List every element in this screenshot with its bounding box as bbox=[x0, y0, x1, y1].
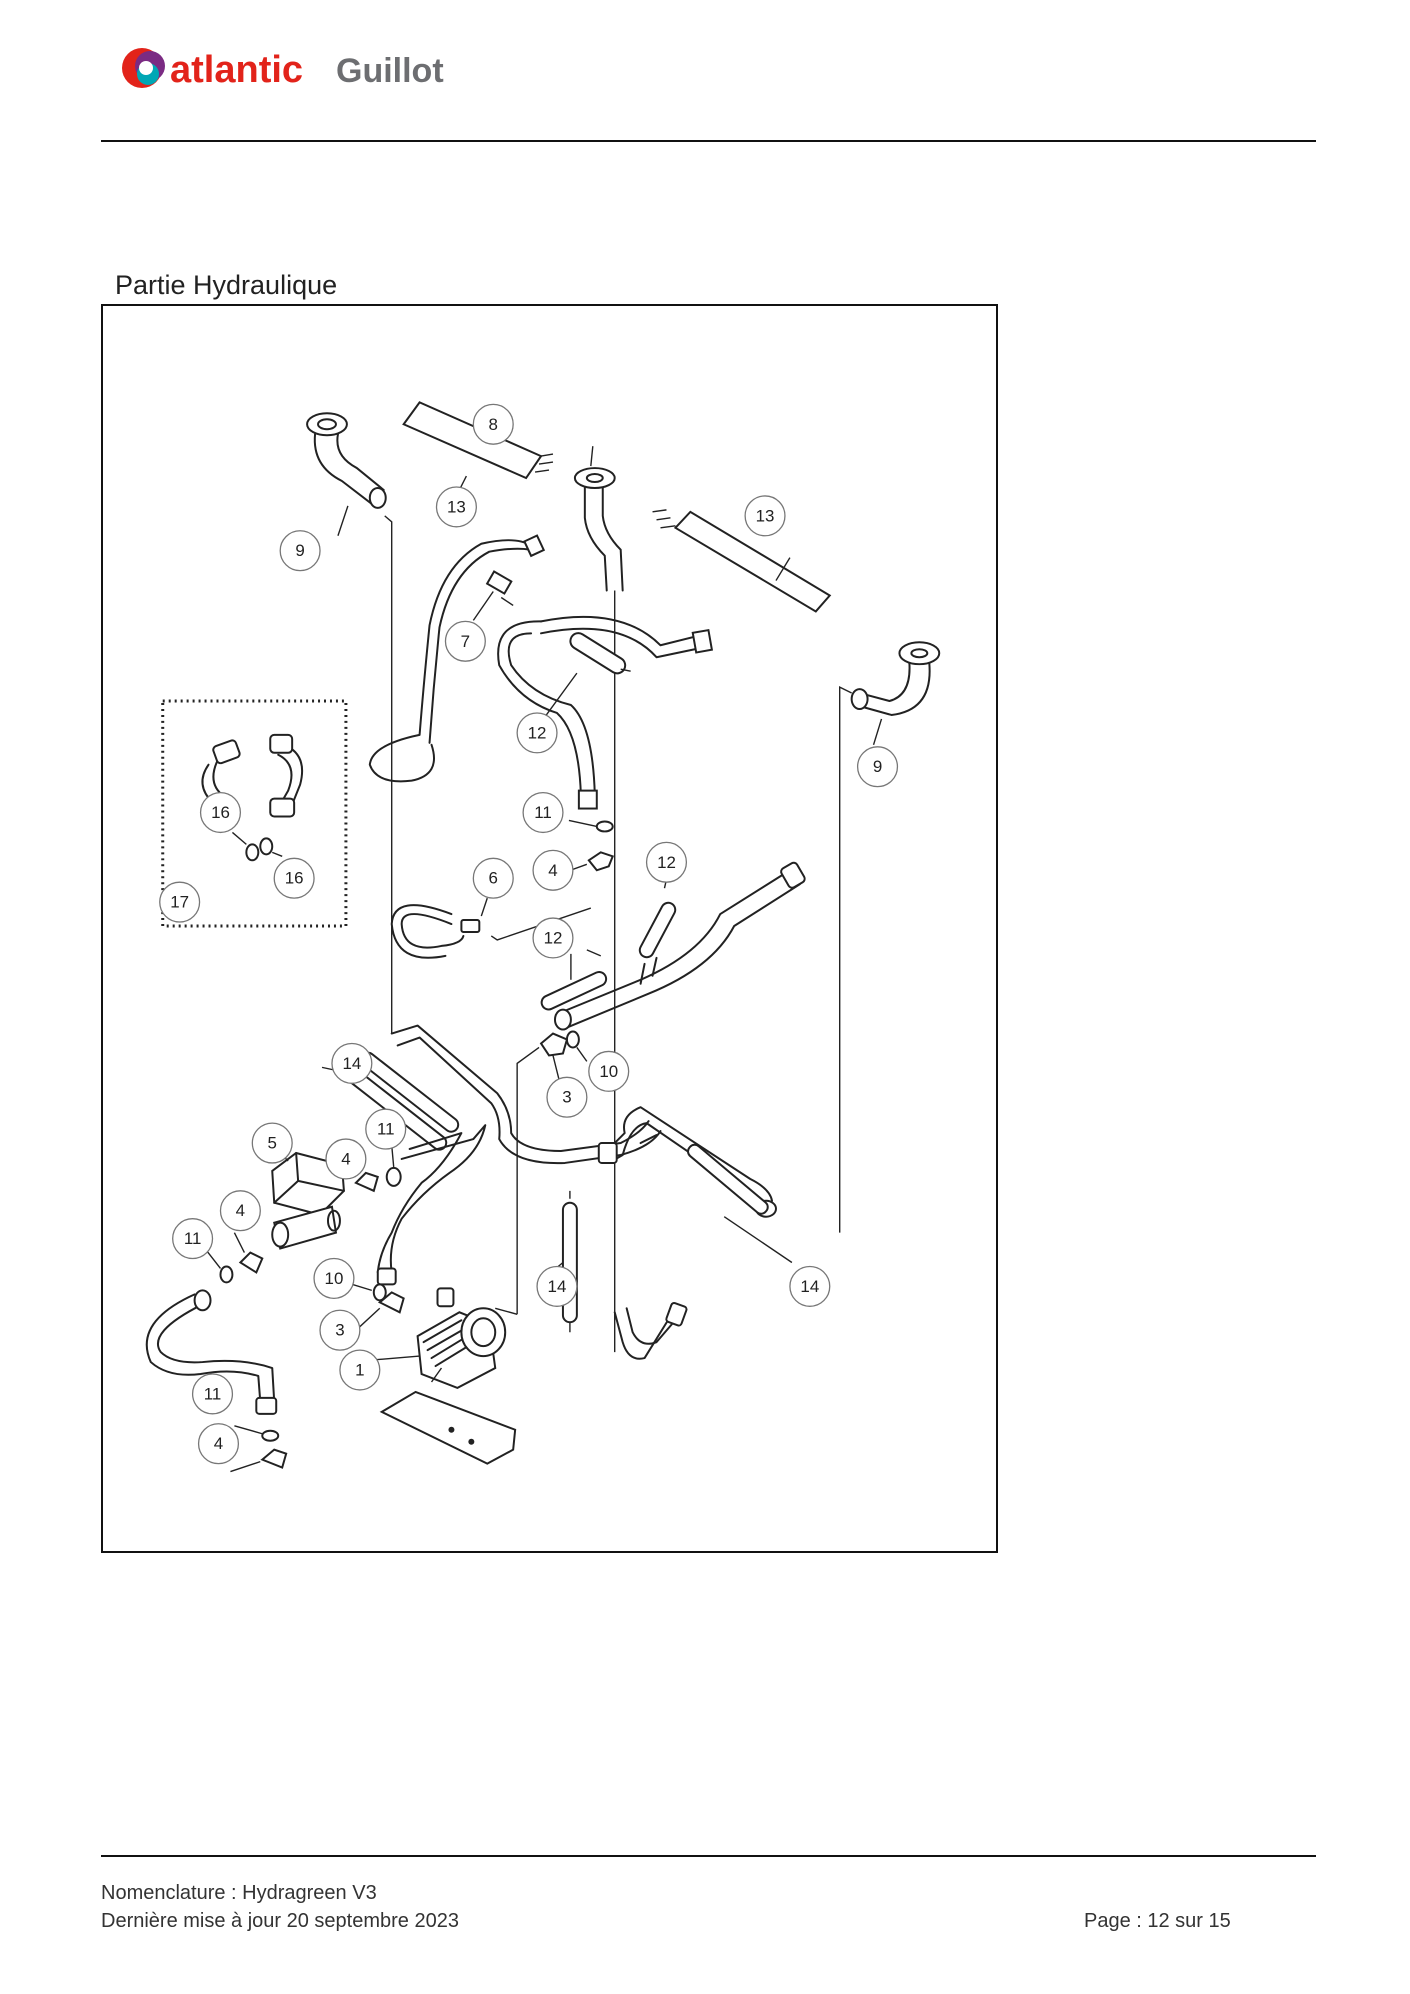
svg-text:14: 14 bbox=[342, 1054, 361, 1073]
diagram-canvas: 8 13 13 9 7 12 9 16 16 17 11 4 12 6 12 1… bbox=[145, 401, 941, 1473]
callout-3a: 3 bbox=[546, 1076, 588, 1118]
callout-10b: 10 bbox=[313, 1257, 355, 1299]
svg-text:8: 8 bbox=[489, 415, 498, 434]
callout-12b: 12 bbox=[645, 841, 688, 883]
header-divider bbox=[101, 140, 1316, 142]
callout-3b: 3 bbox=[319, 1309, 361, 1351]
svg-text:11: 11 bbox=[377, 1120, 395, 1139]
callout-1: 1 bbox=[339, 1349, 381, 1391]
callout-14b: 14 bbox=[536, 1265, 578, 1307]
svg-text:11: 11 bbox=[204, 1384, 222, 1403]
brand-logo: atlantic Guillot bbox=[118, 42, 498, 94]
footer-update-date: Dernière mise à jour 20 septembre 2023 bbox=[101, 1910, 459, 1932]
svg-text:3: 3 bbox=[562, 1088, 571, 1107]
svg-text:9: 9 bbox=[295, 541, 304, 560]
svg-text:4: 4 bbox=[236, 1201, 245, 1220]
callout-14a: 14 bbox=[331, 1042, 373, 1084]
part-14-right-tubes bbox=[597, 1106, 793, 1360]
svg-text:1: 1 bbox=[355, 1361, 364, 1380]
svg-text:13: 13 bbox=[756, 506, 775, 525]
hydraulic-exploded-diagram: 8 13 13 9 7 12 9 16 16 17 11 4 12 6 12 1… bbox=[101, 304, 998, 1553]
pump-bracket-plate bbox=[379, 1367, 517, 1465]
part-4-11-10-cluster bbox=[339, 1124, 487, 1333]
callout-17: 17 bbox=[159, 881, 201, 923]
footer-nomenclature: Nomenclature : Hydragreen V3 bbox=[101, 1882, 377, 1904]
callout-7: 7 bbox=[444, 620, 486, 662]
callout-10a: 10 bbox=[588, 1050, 630, 1092]
callout-16a: 16 bbox=[199, 791, 242, 834]
callout-8: 8 bbox=[472, 403, 514, 445]
atlantic-guillot-logo-icon: atlantic Guillot bbox=[122, 48, 444, 91]
part-3-10-clip bbox=[516, 1030, 588, 1315]
svg-text:12: 12 bbox=[528, 723, 547, 742]
section-title: Partie Hydraulique bbox=[115, 270, 338, 300]
svg-text:5: 5 bbox=[268, 1134, 277, 1153]
part-12-top-manifold bbox=[497, 615, 714, 810]
svg-text:10: 10 bbox=[599, 1062, 618, 1081]
callout-11c: 11 bbox=[172, 1218, 214, 1260]
svg-text:11: 11 bbox=[534, 803, 552, 822]
svg-text:14: 14 bbox=[800, 1277, 819, 1296]
svg-text:17: 17 bbox=[170, 893, 189, 912]
callout-13b: 13 bbox=[744, 495, 786, 537]
callout-9b: 9 bbox=[856, 746, 899, 788]
callout-16b: 16 bbox=[273, 857, 315, 899]
callout-11b: 11 bbox=[365, 1108, 407, 1150]
part-8-fill-fitting bbox=[573, 446, 624, 1353]
part-11-4-left bbox=[145, 1232, 288, 1473]
callout-12c: 12 bbox=[532, 917, 574, 959]
part-14-center-tube bbox=[536, 1190, 578, 1333]
svg-text:7: 7 bbox=[461, 632, 470, 651]
part-9-left-elbow bbox=[306, 412, 393, 1034]
callout-13a: 13 bbox=[435, 486, 477, 528]
footer-divider bbox=[101, 1855, 1316, 1857]
callout-4b: 4 bbox=[325, 1138, 367, 1180]
part-5-valve bbox=[271, 1150, 345, 1250]
svg-text:14: 14 bbox=[548, 1277, 567, 1296]
part-7-hose bbox=[368, 534, 546, 783]
svg-text:12: 12 bbox=[657, 853, 676, 872]
callout-11d: 11 bbox=[191, 1373, 234, 1415]
svg-text:9: 9 bbox=[873, 757, 882, 776]
part-9-right-elbow bbox=[839, 641, 941, 1233]
part-13-right-sheet bbox=[652, 509, 832, 613]
svg-text:atlantic: atlantic bbox=[170, 49, 303, 91]
callout-9a: 9 bbox=[279, 530, 321, 572]
callout-6: 6 bbox=[472, 857, 514, 899]
callout-12a: 12 bbox=[516, 712, 558, 754]
part-6-hose bbox=[390, 897, 592, 959]
part-12-mid-pipe bbox=[540, 861, 806, 1031]
svg-text:4: 4 bbox=[548, 861, 557, 880]
footer-page-number: Page : 12 sur 15 bbox=[1084, 1910, 1231, 1932]
svg-text:4: 4 bbox=[214, 1434, 223, 1453]
callout-11a: 11 bbox=[522, 791, 564, 834]
svg-text:10: 10 bbox=[325, 1269, 344, 1288]
callout-14c: 14 bbox=[789, 1265, 831, 1307]
callout-4a: 4 bbox=[532, 849, 574, 891]
svg-text:16: 16 bbox=[285, 869, 304, 888]
part-13-top-sheet bbox=[402, 401, 554, 491]
svg-text:6: 6 bbox=[489, 869, 498, 888]
callout-4c: 4 bbox=[219, 1190, 261, 1232]
callout-4d: 4 bbox=[197, 1423, 240, 1465]
svg-text:11: 11 bbox=[184, 1229, 202, 1248]
svg-text:3: 3 bbox=[335, 1321, 344, 1340]
callout-5: 5 bbox=[251, 1122, 293, 1164]
svg-text:4: 4 bbox=[341, 1149, 350, 1168]
svg-text:16: 16 bbox=[211, 803, 230, 822]
svg-text:12: 12 bbox=[544, 928, 563, 947]
svg-text:Guillot: Guillot bbox=[336, 52, 444, 90]
svg-text:13: 13 bbox=[447, 497, 466, 516]
